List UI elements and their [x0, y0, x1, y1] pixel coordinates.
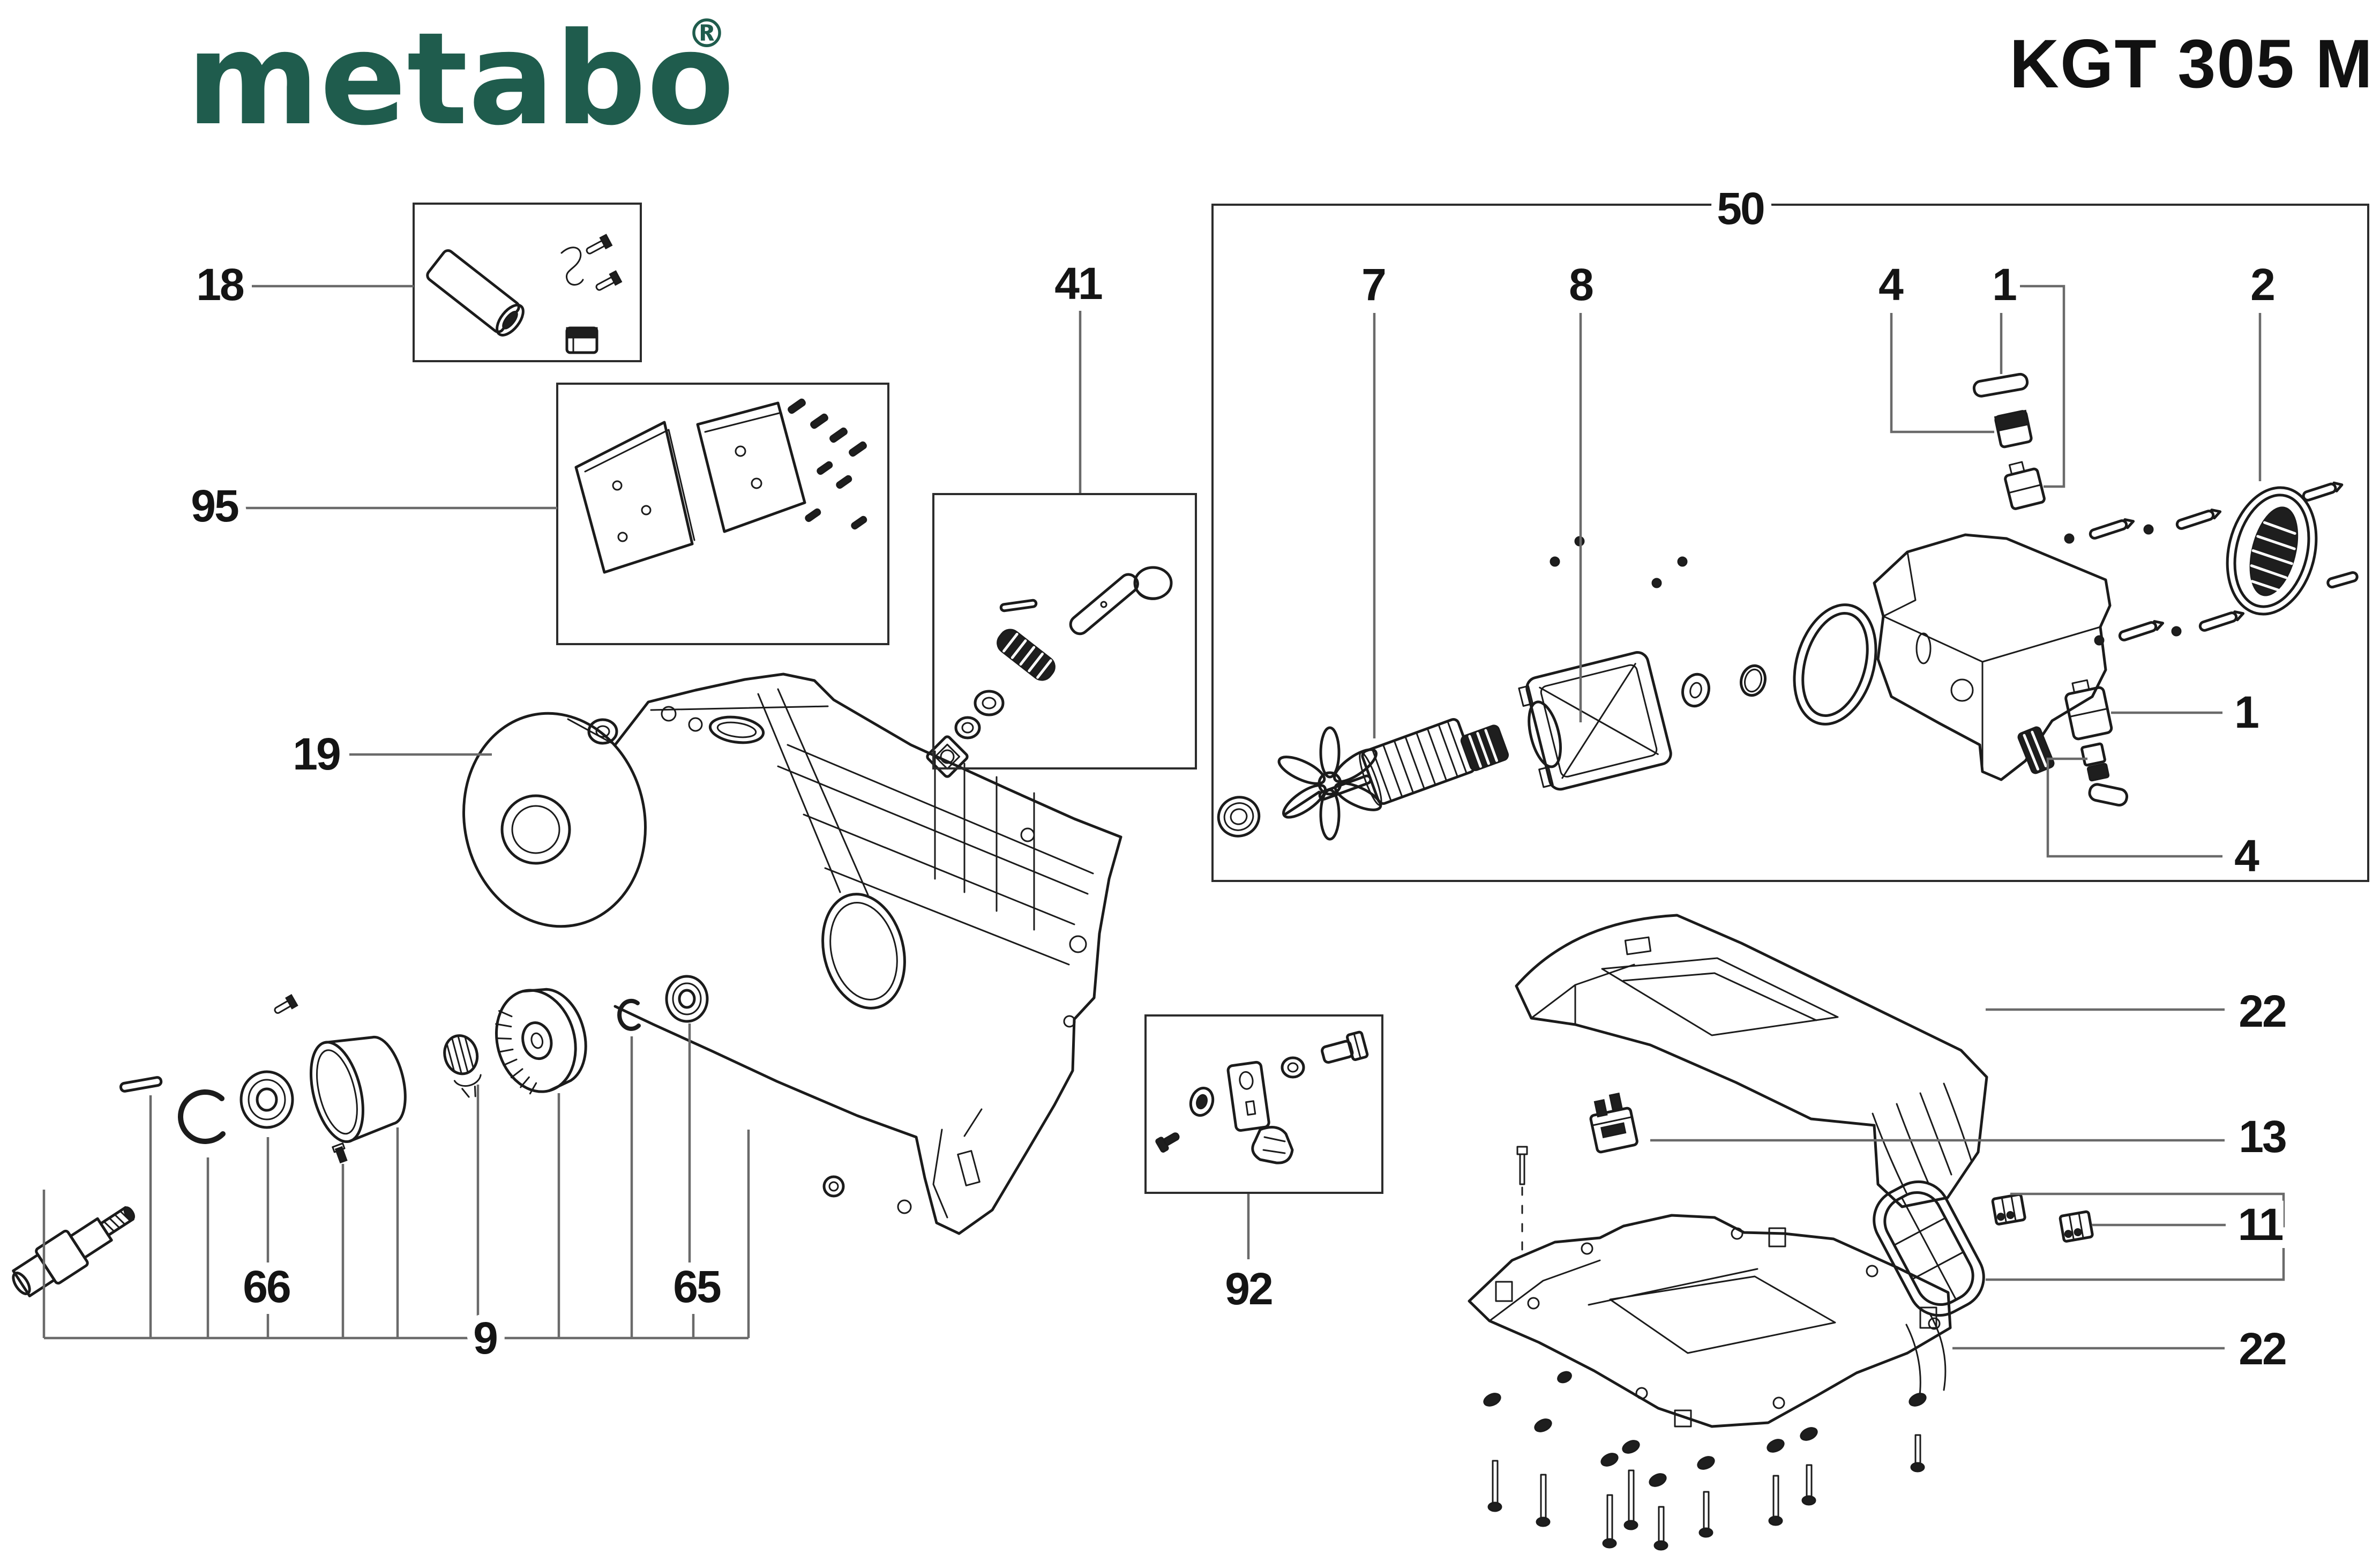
registered-trademark-icon: ® — [687, 11, 727, 57]
part-art-switch — [1589, 1092, 1638, 1154]
part-art-dust-tube-kit — [426, 234, 623, 354]
kit-box-41 — [932, 493, 1197, 769]
part-callout-7: 7 — [1361, 259, 1385, 310]
metabo-logo: metabo — [186, 5, 735, 154]
part-art-lock-pin-kit — [926, 566, 1173, 778]
part-art-spindle-group — [12, 975, 709, 1297]
part-callout-11: 11 — [2238, 1199, 2283, 1250]
kit-box-50 — [1211, 204, 2369, 882]
part-callout-22: 22 — [2239, 986, 2286, 1036]
part-callout-18: 18 — [196, 259, 244, 310]
motor-housing — [1873, 533, 2112, 781]
part-callout-4: 4 — [1878, 259, 1904, 310]
part-art-terminal-kit — [1873, 1180, 2094, 1317]
kit-box-95 — [556, 383, 889, 645]
part-callout-9: 9 — [473, 1313, 497, 1363]
part-callout-2: 2 — [2250, 259, 2274, 310]
leader-line-1 — [2020, 285, 2065, 488]
motor-end-cap — [2226, 486, 2318, 616]
fan-wheel — [1277, 726, 1382, 841]
model-title: KGT 305 M — [2009, 26, 2374, 102]
part-callout-22: 22 — [2239, 1324, 2286, 1374]
part-callout-4: 4 — [2234, 831, 2259, 881]
part-callout-92: 92 — [1225, 1264, 1272, 1314]
part-art-base-screws — [1483, 1371, 1927, 1551]
part-callout-95: 95 — [191, 481, 238, 531]
part-callout-1: 1 — [1992, 259, 2016, 310]
part-callout-65: 65 — [673, 1261, 721, 1312]
part-callout-8: 8 — [1569, 259, 1593, 310]
part-art-gear-housing — [462, 673, 1122, 1235]
leader-line-4 — [1890, 313, 1994, 434]
kit-box-92 — [1144, 1014, 1383, 1194]
part-callout-1: 1 — [2234, 687, 2258, 737]
kit-box-18 — [413, 203, 642, 362]
bevel-gear — [495, 988, 587, 1095]
leader-line-4 — [2046, 757, 2222, 858]
part-art-motor-assembly — [1217, 372, 2359, 841]
part-art-guard-bracket-kit — [1155, 1030, 1369, 1164]
part-art-base — [1468, 1146, 1952, 1428]
part-art-table-insert-kit — [574, 398, 867, 574]
kit-frames — [413, 203, 2369, 1194]
part-callout-41: 41 — [1054, 258, 1102, 309]
leader-line-11 — [1986, 1192, 2285, 1281]
part-art-top-cover — [1515, 914, 1988, 1208]
part-callout-50: 50 — [1717, 183, 1764, 234]
part-callout-19: 19 — [293, 729, 340, 779]
part-callout-66: 66 — [243, 1261, 290, 1312]
leader-lines — [42, 285, 2285, 1350]
part-callout-13: 13 — [2239, 1111, 2286, 1162]
stator — [1518, 651, 1672, 791]
